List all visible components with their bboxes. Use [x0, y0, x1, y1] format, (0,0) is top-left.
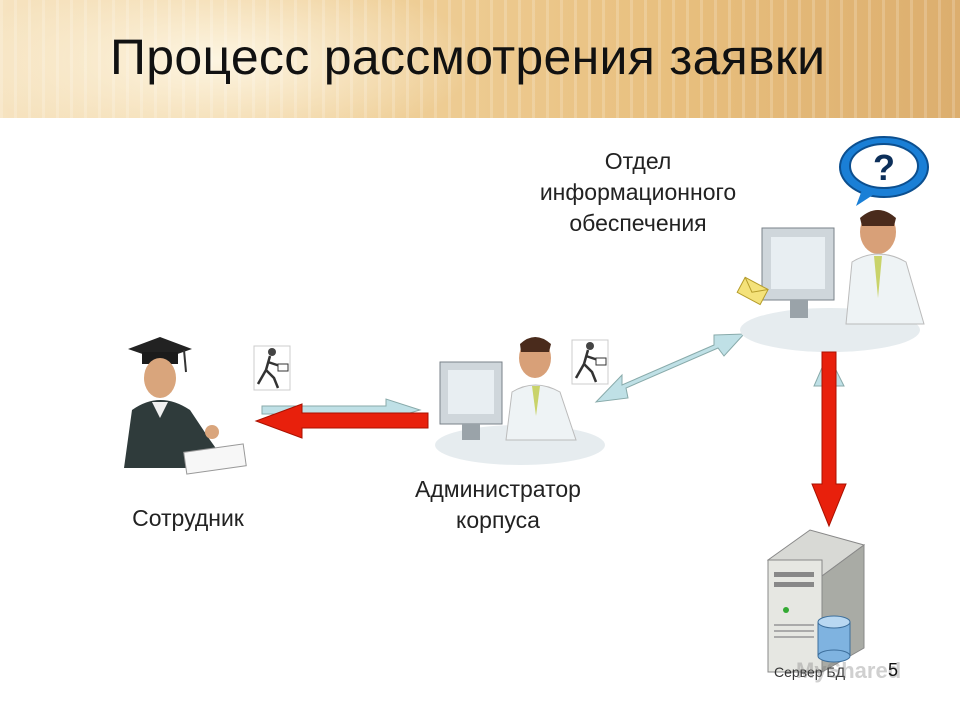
- employee-label: Сотрудник: [132, 505, 244, 531]
- svg-text:?: ?: [873, 147, 895, 188]
- dept-label-line1: Отдел: [604, 148, 672, 174]
- process-diagram: ?: [124, 136, 929, 673]
- header-banner: [0, 0, 960, 118]
- admin-label-line1: Администратор: [415, 476, 581, 502]
- red-down-arrow: [811, 351, 847, 528]
- courier-icon: [253, 345, 291, 391]
- graduate-icon: [124, 337, 247, 475]
- server-icon: [766, 529, 866, 673]
- watermark: MyShared: [796, 658, 902, 683]
- admin-label-line2: корпуса: [456, 507, 540, 533]
- slide-title: Процесс рассмотрения заявки: [110, 29, 826, 85]
- header-glow: [0, 0, 480, 118]
- dept-label: Отдел информационного обеспечения: [538, 146, 738, 239]
- red-arrow: [254, 403, 429, 439]
- courier-icon: [571, 339, 609, 385]
- database-icon: [817, 615, 851, 663]
- admin-computer-icon: [435, 337, 605, 465]
- page-number: 5: [888, 660, 899, 680]
- dept-label-line3: обеспечения: [569, 210, 707, 236]
- dept-label-line2: информационного: [539, 179, 737, 205]
- dept-computer-icon: [740, 210, 925, 352]
- light-double-arrow: [594, 333, 746, 403]
- admin-label: Администратор корпуса: [386, 474, 610, 536]
- envelope-icon: [736, 276, 769, 306]
- question-bubble-icon: ?: [839, 136, 929, 206]
- header-texture: [0, 0, 960, 118]
- server-label: Сервер БД: [774, 664, 846, 680]
